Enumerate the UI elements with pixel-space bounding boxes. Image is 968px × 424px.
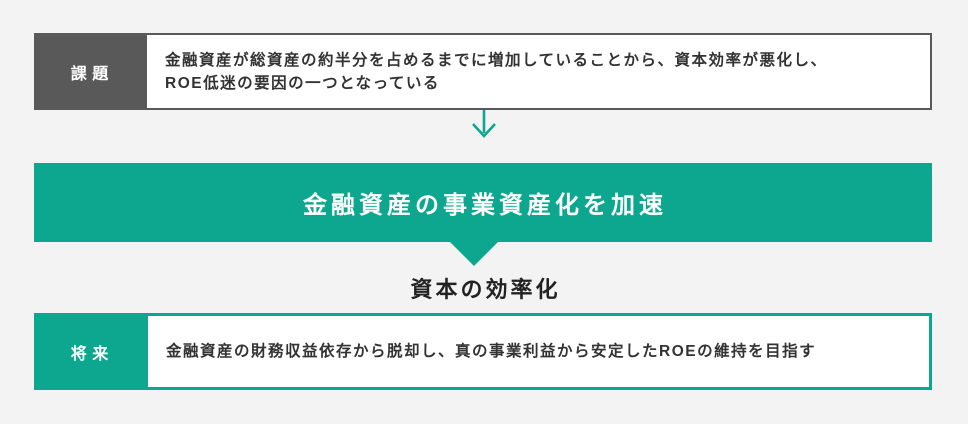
issue-body-text: 金融資産が総資産の約半分を占めるまでに増加していることから、資本効率が悪化し、 … (165, 49, 828, 95)
down-arrow-icon (472, 110, 496, 138)
issue-body-box: 金融資産が総資産の約半分を占めるまでに増加していることから、資本効率が悪化し、 … (145, 33, 932, 110)
banner-tail-triangle (450, 242, 498, 266)
future-label-box: 将来 (34, 313, 145, 390)
future-row: 将来 金融資産の財務収益依存から脱却し、真の事業利益から安定したROEの維持を目… (34, 313, 932, 390)
issue-body-line2: ROE低迷の要因の一つとなっている (165, 74, 440, 92)
section-heading: 資本の効率化 (410, 277, 561, 302)
acceleration-banner-text: 金融資産の事業資産化を加速 (303, 192, 667, 219)
issue-row: 課題 金融資産が総資産の約半分を占めるまでに増加していることから、資本効率が悪化… (34, 33, 932, 110)
issue-label: 課題 (70, 65, 114, 83)
future-body-box: 金融資産の財務収益依存から脱却し、真の事業利益から安定したROEの維持を目指す (145, 313, 932, 390)
issue-label-box: 課題 (34, 33, 145, 110)
future-label: 将来 (70, 345, 114, 363)
future-body-text: 金融資産の財務収益依存から脱却し、真の事業利益から安定したROEの維持を目指す (166, 343, 817, 360)
acceleration-banner: 金融資産の事業資産化を加速 (34, 163, 932, 242)
issue-body-line1: 金融資産が総資産の約半分を占めるまでに増加していることから、資本効率が悪化し、 (165, 51, 828, 69)
